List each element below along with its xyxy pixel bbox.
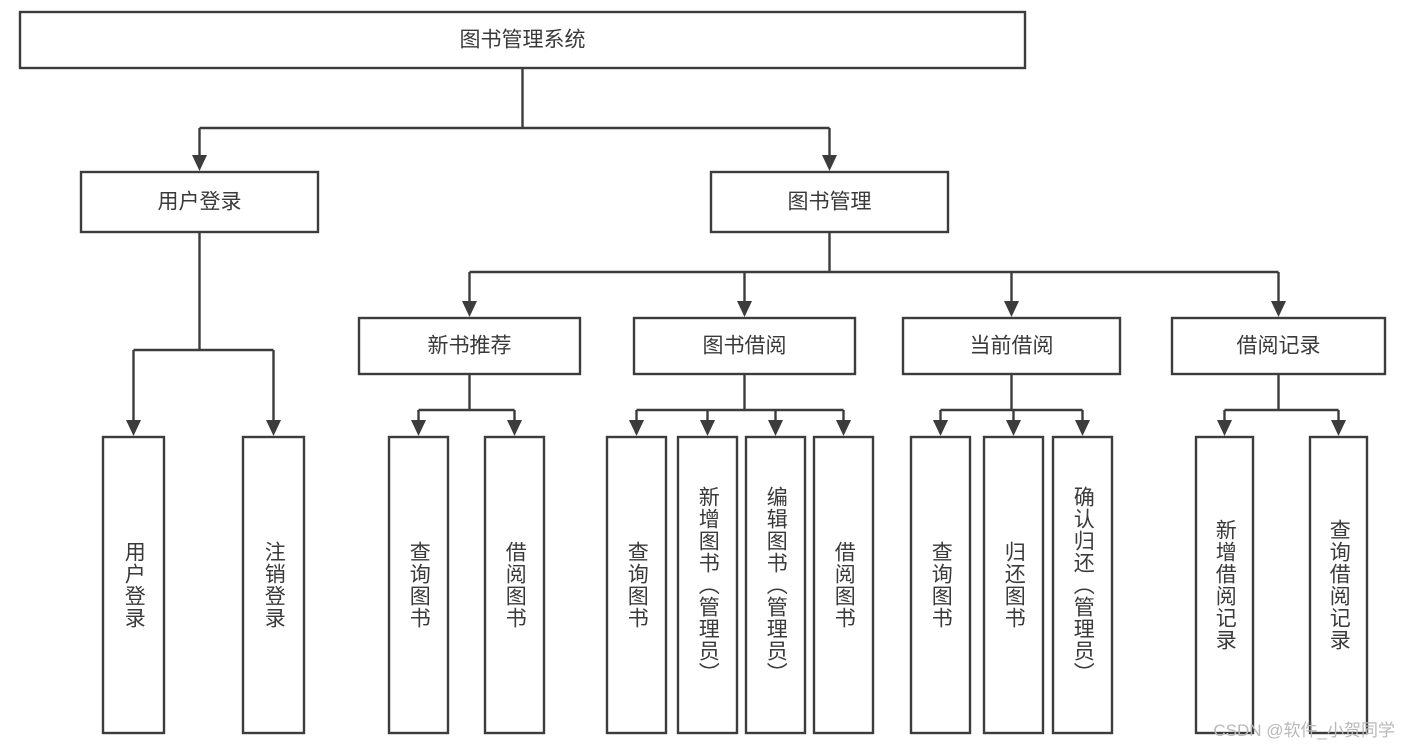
node-label-current-borrow: 当前借阅 (970, 335, 1054, 358)
node-leaf-user-logout[interactable] (241, 435, 306, 735)
node-current-borrow[interactable] (901, 316, 1122, 376)
arrow-head-icon (266, 420, 281, 436)
arrow-head-icon (1006, 420, 1021, 436)
arrow-head-icon (836, 420, 851, 436)
node-leaf-borrow-edit-book[interactable] (744, 435, 807, 735)
node-label-book-borrow: 图书借阅 (703, 335, 787, 358)
node-leaf-borrow-query-book[interactable] (605, 435, 668, 735)
node-leaf-cur-return-book[interactable] (982, 435, 1045, 735)
node-label-new-book-rec: 新书推荐 (428, 335, 512, 358)
arrow-head-icon (462, 301, 477, 317)
node-leaf-borrow-lend-book[interactable] (812, 435, 875, 735)
arrow-head-icon (1217, 420, 1232, 436)
arrow-head-icon (411, 420, 426, 436)
boxes-layer (18, 10, 1387, 735)
arrow-head-icon (737, 301, 752, 317)
node-book-borrow[interactable] (632, 316, 857, 376)
arrow-head-icon (1075, 420, 1090, 436)
node-new-book-rec[interactable] (357, 316, 582, 376)
connectors-layer (126, 68, 1346, 436)
node-leaf-rec-query-record[interactable] (1308, 435, 1369, 735)
arrow-head-icon (1331, 420, 1346, 436)
node-leaf-rec-add-record[interactable] (1194, 435, 1255, 735)
arrow-head-icon (507, 420, 522, 436)
node-label-book-manage: 图书管理 (788, 191, 872, 214)
arrow-head-icon (1004, 301, 1019, 317)
arrow-head-icon (629, 420, 644, 436)
node-label-root: 图书管理系统 (460, 29, 586, 52)
node-label-user-login: 用户登录 (158, 191, 242, 214)
node-borrow-record[interactable] (1170, 316, 1387, 376)
arrow-head-icon (1271, 301, 1286, 317)
node-root-root[interactable] (18, 10, 1027, 70)
node-leaf-rec-borrow-book[interactable] (483, 435, 546, 735)
node-leaf-rec-query-book[interactable] (387, 435, 450, 735)
arrow-head-icon (822, 155, 837, 171)
node-leaf-borrow-add-book[interactable] (676, 435, 739, 735)
arrow-head-icon (192, 155, 207, 171)
arrow-head-icon (768, 420, 783, 436)
node-user-login[interactable] (79, 170, 320, 234)
arrow-head-icon (933, 420, 948, 436)
arrow-head-icon (126, 420, 141, 436)
node-book-manage[interactable] (709, 170, 950, 234)
node-leaf-cur-query-book[interactable] (909, 435, 972, 735)
node-leaf-cur-confirm-return[interactable] (1051, 435, 1114, 735)
watermark-text: CSDN @软件_小贺同学 (1213, 721, 1395, 740)
node-leaf-user-login[interactable] (101, 435, 166, 735)
arrow-head-icon (700, 420, 715, 436)
node-label-borrow-record: 借阅记录 (1237, 335, 1321, 358)
